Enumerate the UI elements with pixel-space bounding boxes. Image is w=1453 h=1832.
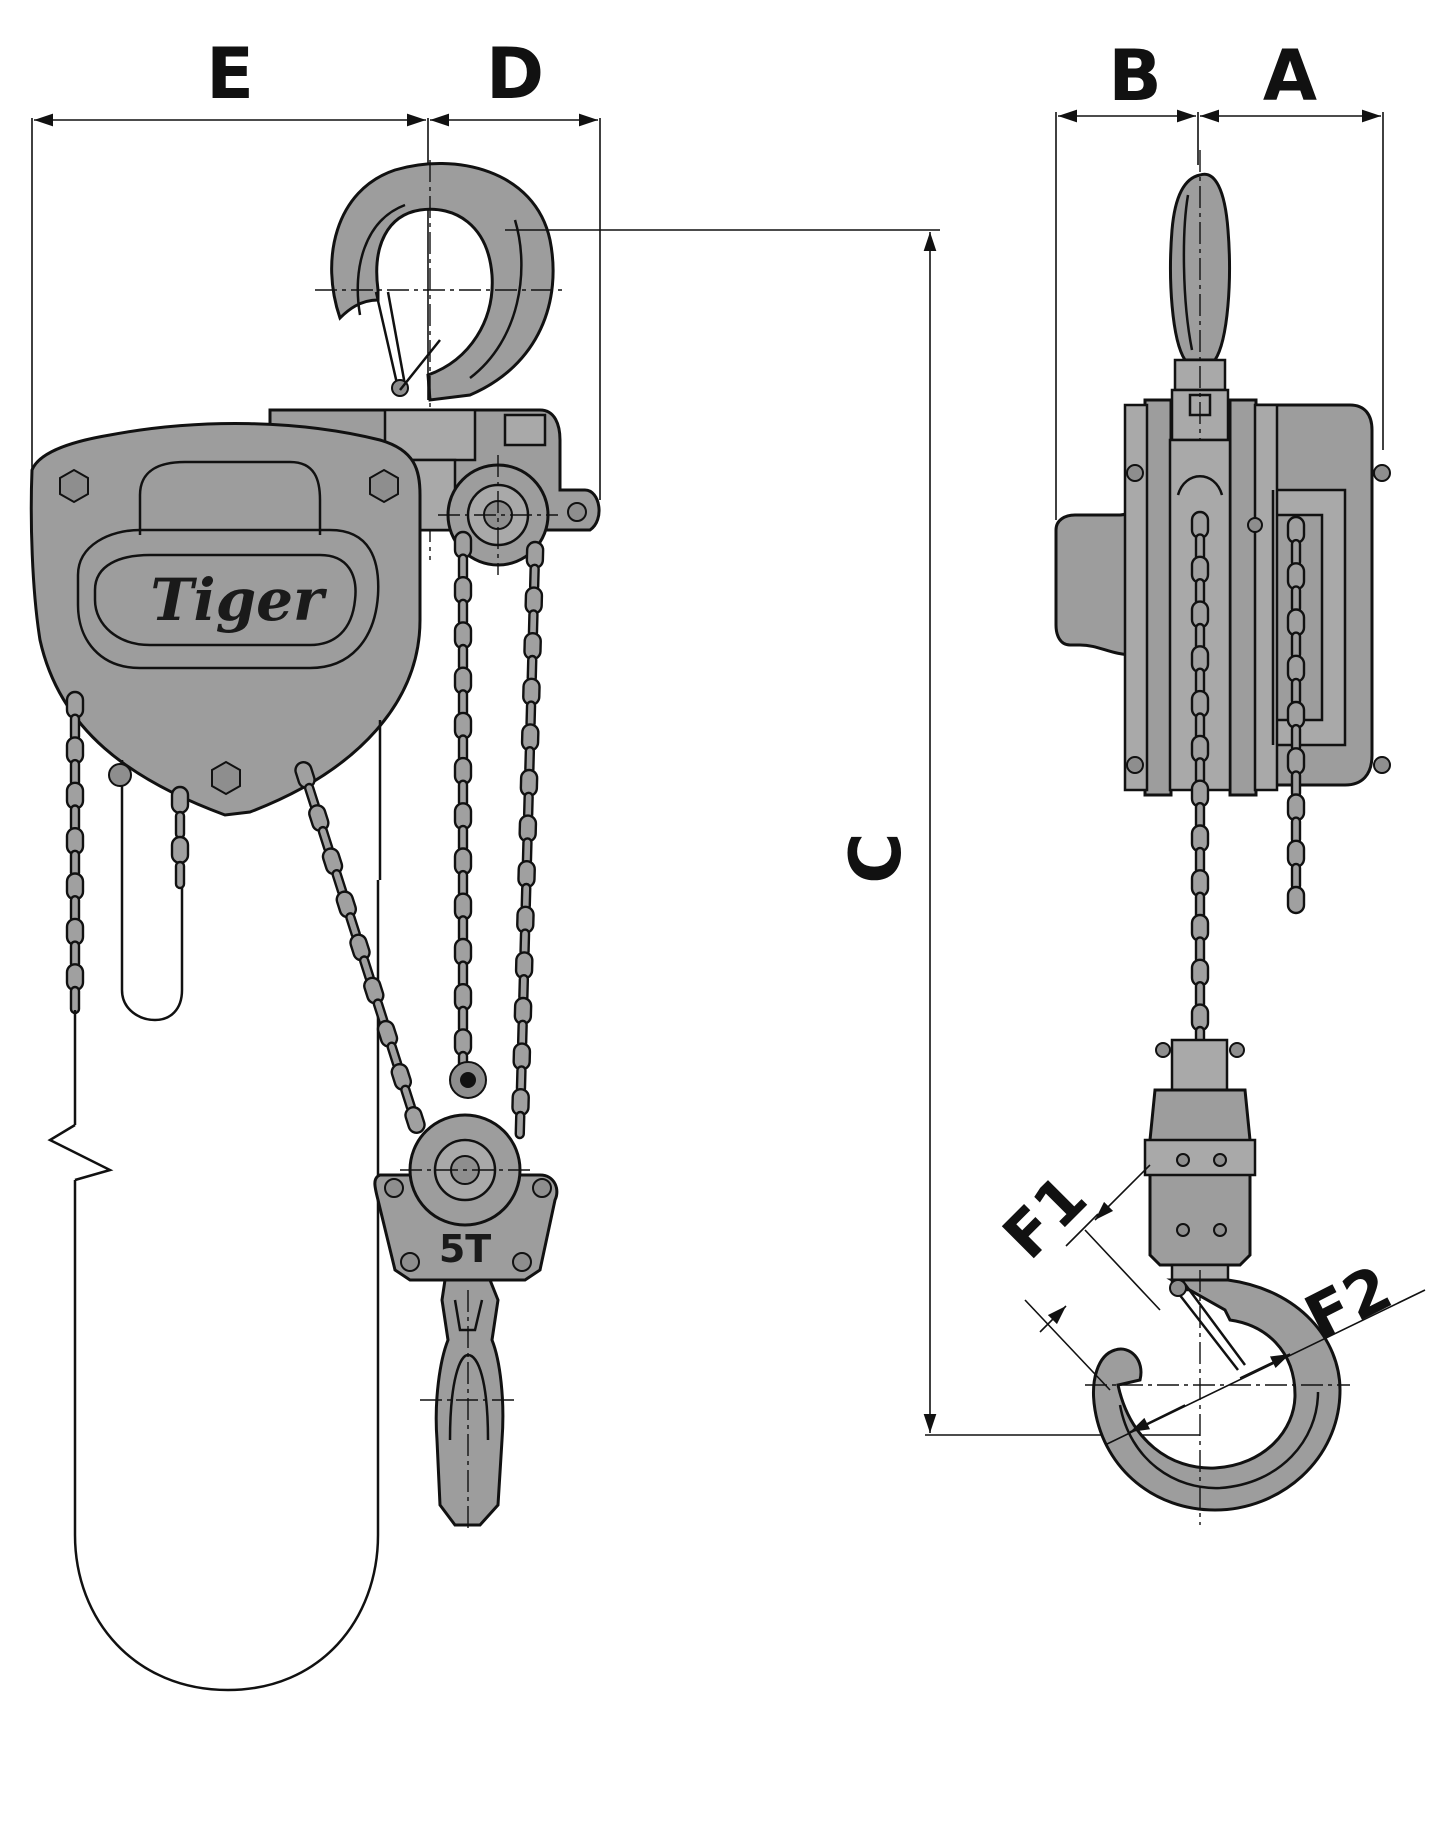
dimension-c — [505, 229, 1200, 1436]
hand-chain-small — [170, 785, 190, 890]
main-housing — [29, 422, 422, 817]
brand-logo: Tiger — [150, 566, 328, 634]
dimension-label-e: E — [206, 33, 254, 115]
bottom-block — [373, 1061, 559, 1282]
chain-link — [69, 985, 81, 1015]
chain-link — [514, 1110, 526, 1140]
dimension-label-b: B — [1108, 35, 1161, 117]
capacity-plate: 5T — [439, 1227, 491, 1271]
top-hook — [315, 160, 565, 560]
dimension-b-a — [1055, 109, 1384, 520]
front-view: E D — [29, 33, 601, 1692]
bottom-hook-side — [1085, 1270, 1350, 1525]
dimension-label-d: D — [486, 33, 544, 115]
top-hook-side — [1169, 150, 1231, 1020]
hand-chain-left — [65, 690, 85, 1015]
load-chain-right — [511, 540, 545, 1140]
side-chain-right — [1286, 515, 1306, 915]
load-chain-left — [453, 530, 473, 1080]
chain-link — [1286, 885, 1306, 915]
dimension-f1-f2 — [1024, 1164, 1426, 1446]
dimension-label-f1: F1 — [989, 1161, 1101, 1273]
chain-link — [170, 835, 190, 865]
body-side — [1054, 398, 1391, 797]
dimension-label-c: C — [835, 832, 917, 883]
bottom-hook-front — [420, 1278, 515, 1530]
chain-link — [174, 860, 186, 890]
load-chain-diagonal — [294, 761, 426, 1134]
side-view: B A — [989, 35, 1426, 1525]
dimension-label-a: A — [1263, 35, 1317, 117]
chain-link — [404, 1106, 426, 1134]
chain-link — [174, 810, 186, 840]
bottom-block-side — [1143, 1038, 1257, 1292]
chain-link — [170, 785, 190, 815]
hand-chain-loop — [47, 720, 382, 1692]
